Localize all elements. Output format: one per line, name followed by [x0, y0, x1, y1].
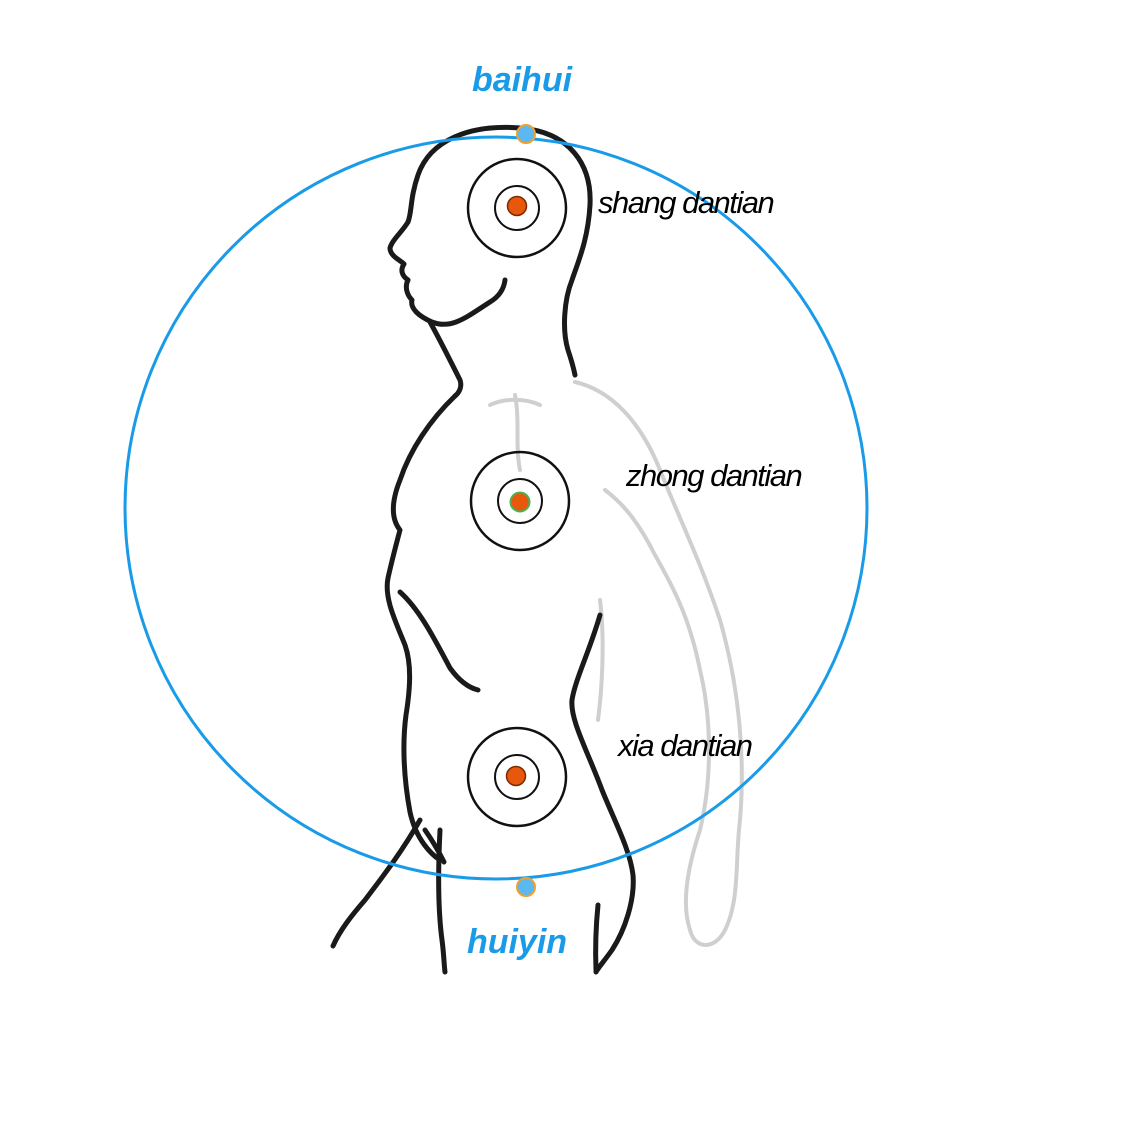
baihui-label: baihui — [472, 61, 574, 99]
xia-dantian-label: xia dantian — [616, 728, 752, 763]
shang-dantian-label: shang dantian — [598, 185, 774, 220]
figure-outline — [330, 124, 636, 975]
baihui-point — [516, 124, 536, 144]
zhong-dantian-label: zhong dantian — [625, 458, 802, 493]
zhong-dantian-target — [469, 450, 571, 552]
xia-dantian-target — [466, 726, 568, 828]
orbit-circle — [123, 135, 869, 881]
shang-dantian-target — [466, 157, 568, 259]
huiyin-label: huiyin — [467, 923, 567, 961]
huiyin-point — [516, 877, 536, 897]
